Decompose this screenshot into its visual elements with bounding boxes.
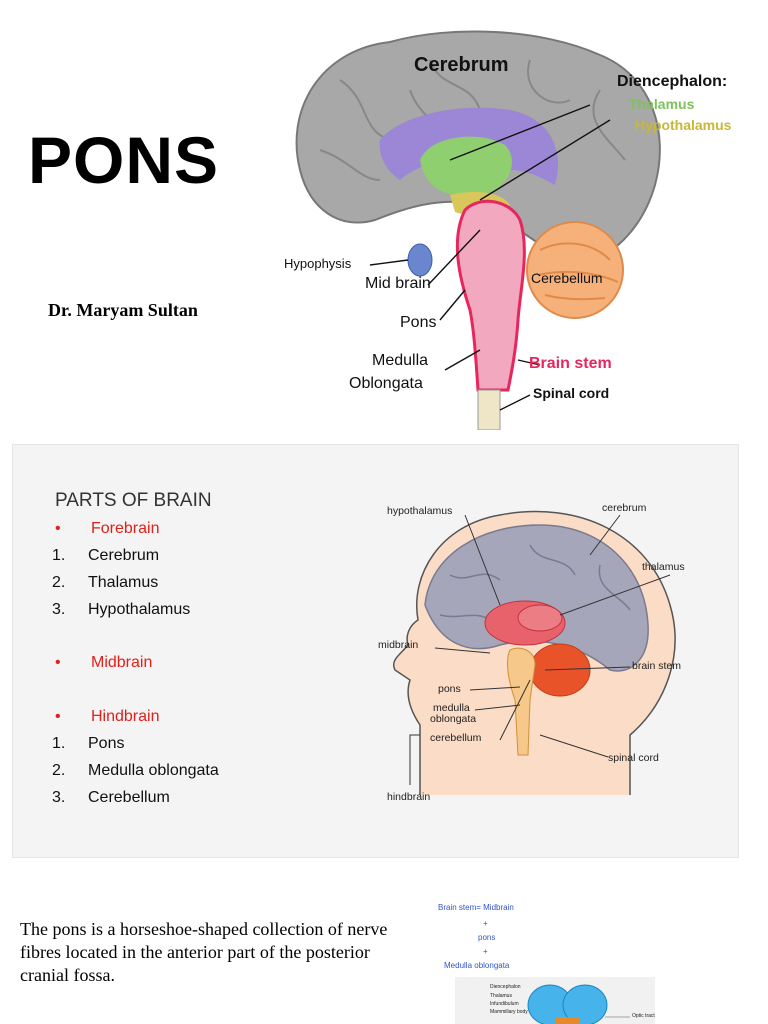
hypophysis-shape: [407, 243, 433, 277]
parts-heading: PARTS OF BRAIN: [55, 490, 212, 511]
label-hypothalamus: hypothalamus: [387, 505, 453, 517]
cerebellum-folia: [537, 242, 619, 301]
pons-description: The pons is a horseshoe-shaped collectio…: [20, 919, 388, 985]
head-brain-diagram: [393, 510, 676, 795]
list-item: 1.Pons: [52, 735, 125, 752]
eq-plus: +: [483, 919, 488, 928]
page-title: PONS: [28, 123, 220, 197]
eq-medulla: Medulla oblongata: [444, 961, 510, 970]
author-name: Dr. Maryam Sultan: [48, 300, 198, 320]
thalamus-shape: [420, 136, 512, 197]
group-hindbrain: •Hindbrain: [55, 708, 160, 725]
gyri-lines: [439, 544, 631, 621]
leader-lines: [369, 104, 611, 411]
brainstem-top-shape: [555, 1017, 580, 1024]
label-diencephalon: Diencephalon:: [617, 73, 728, 90]
label-thalamus: Thalamus: [629, 96, 695, 112]
group-midbrain: •Midbrain: [55, 654, 153, 671]
list-item: 3.Cerebellum: [52, 789, 170, 806]
label-pons: Pons: [400, 314, 437, 331]
leader-lines: [409, 514, 671, 785]
list-item: 2.Thalamus: [52, 574, 159, 591]
label-midbrain: Mid brain: [365, 275, 431, 292]
list-item: 3.Hypothalamus: [52, 601, 191, 618]
list-item: 2.Medulla oblongata: [52, 762, 219, 779]
small-label-optic-tract: Optic tract: [632, 1013, 655, 1019]
label-spinalcord: Spinal cord: [533, 385, 610, 401]
label-thalamus: thalamus: [642, 561, 685, 573]
eq-brainstem-midbrain: Brain stem= Midbrain: [438, 903, 514, 912]
label-hypophysis: Hypophysis: [284, 256, 352, 271]
label-cerebellum: cerebellum: [430, 732, 482, 744]
right-thalamus-shape: [562, 984, 608, 1024]
label-brainstem: Brain stem: [529, 355, 612, 372]
label-pons: pons: [438, 683, 461, 695]
label-spinalcord: spinal cord: [608, 752, 659, 764]
label-brainstem: brain stem: [632, 660, 682, 672]
label-midbrain: midbrain: [378, 639, 419, 651]
spinal-cord-shape: [477, 389, 501, 430]
brainstem-model-drawing: [527, 984, 630, 1024]
cerebellum-shape: [529, 643, 591, 697]
brainstem-shape: [455, 199, 526, 392]
thalamus-inner: [517, 604, 563, 632]
brainstem-figure: Brain stem= Midbrain + pons + Medulla ob…: [420, 895, 750, 1024]
label-hypothalamus: Hypothalamus: [635, 117, 732, 133]
small-label-mammillary: Mammillary body: [490, 1009, 528, 1015]
label-medulla-line2: Oblongata: [349, 375, 423, 392]
cerebrum-shape: [424, 524, 649, 672]
label-medulla-line1: Medulla: [372, 352, 429, 369]
list-item: 1.Cerebrum: [52, 547, 160, 564]
eq-plus: +: [483, 947, 488, 956]
small-label-diencephalon: Diencephalon: [490, 984, 521, 990]
brain-sagittal-diagram: [295, 30, 661, 430]
eq-pons: pons: [478, 933, 496, 942]
label-cerebrum: Cerebrum: [414, 54, 509, 76]
label-cerebrum: cerebrum: [602, 502, 647, 514]
gyri-lines: [319, 59, 626, 181]
label-medulla-line1: medulla: [433, 702, 470, 714]
label-medulla-line2: oblongata: [430, 713, 477, 725]
group-forebrain: •Forebrain: [55, 520, 160, 537]
label-cerebellum: Cerebellum: [531, 270, 603, 286]
brainstem-shape: [507, 647, 536, 756]
small-label-infundibulum: Infundibulum: [490, 1001, 519, 1007]
small-label-thalamus: Thalamus: [490, 993, 512, 999]
label-hindbrain: hindbrain: [387, 791, 431, 803]
